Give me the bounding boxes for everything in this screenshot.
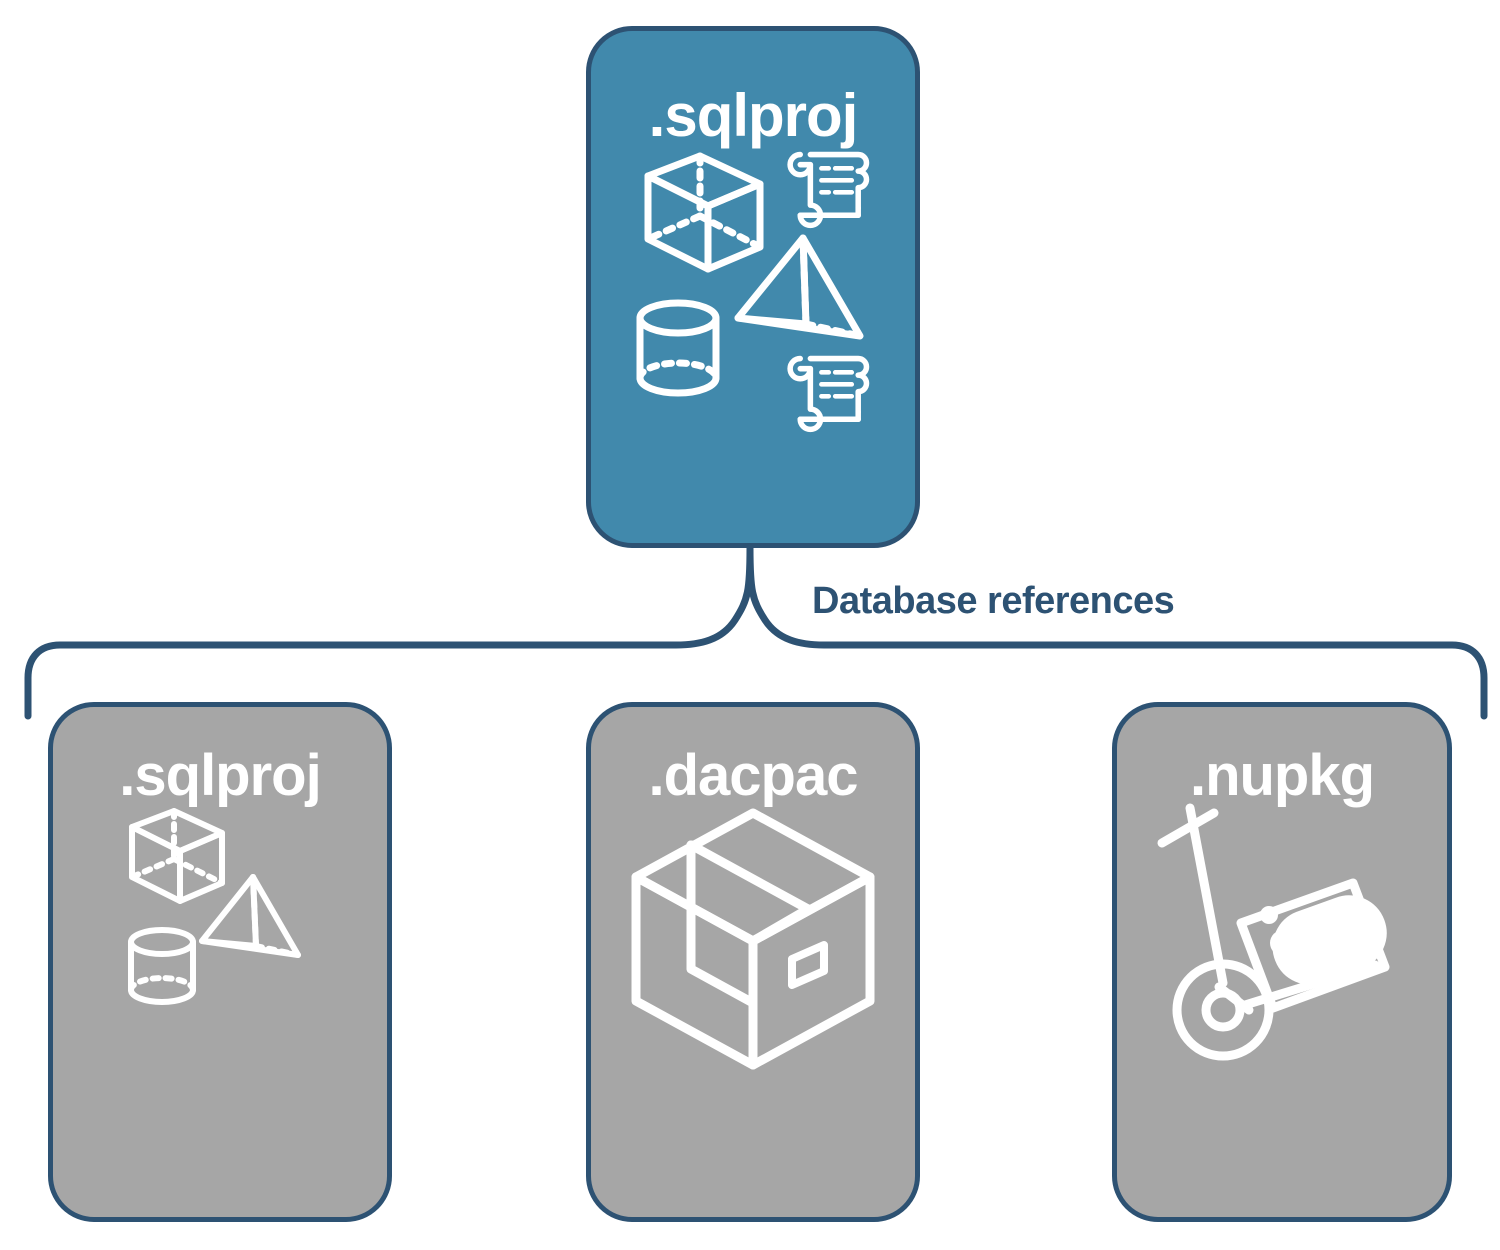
connector-label: Database references: [812, 580, 1175, 622]
package-box-svg: [631, 808, 875, 1070]
hand-truck-svg: [1157, 803, 1390, 1061]
hand-truck-icon: [1157, 803, 1390, 1061]
card-title: .sqlproj: [648, 82, 859, 149]
root-icons-svg: [636, 151, 870, 433]
pyramid-icon: [734, 234, 864, 340]
cube-icon: [129, 808, 225, 904]
sqlproj-icons-svg: [128, 808, 301, 1005]
card-title: .sqlproj: [119, 743, 321, 808]
scroll-icon: [787, 355, 870, 433]
sqlproj-reference-icon-group: [53, 805, 387, 1217]
package-box-icon: [631, 808, 875, 1070]
root-card-icon-group: [591, 146, 915, 543]
card-nupkg-reference[interactable]: .nupkg: [1112, 702, 1452, 1222]
pyramid-icon: [199, 874, 301, 958]
cube-icon: [644, 152, 764, 273]
dacpac-icon-group: [591, 805, 915, 1217]
card-sqlproj-root[interactable]: .sqlproj: [586, 26, 920, 548]
cylinder-icon: [128, 927, 196, 1005]
card-dacpac-reference[interactable]: .dacpac: [586, 702, 920, 1222]
card-title: .nupkg: [1189, 743, 1375, 808]
scroll-icon: [787, 151, 870, 229]
nupkg-icon-group: [1117, 803, 1447, 1217]
cylinder-icon: [636, 299, 720, 397]
card-sqlproj-reference[interactable]: .sqlproj: [48, 702, 392, 1222]
card-title: .dacpac: [648, 743, 859, 808]
